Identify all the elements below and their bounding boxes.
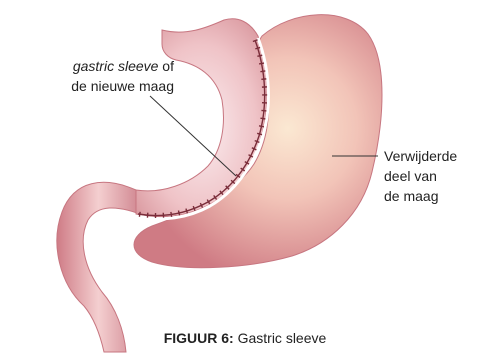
- removed-part-label: Verwijderde deel van de maag: [384, 146, 488, 206]
- sleeve-label-of: of: [158, 58, 174, 74]
- duodenum: [57, 182, 140, 352]
- removed-label-line2: deel van: [384, 166, 488, 186]
- figure-title: Gastric sleeve: [234, 330, 327, 346]
- sleeve-label: gastric sleeve of de nieuwe maag: [14, 56, 174, 96]
- removed-label-line1: Verwijderde: [384, 146, 488, 166]
- sleeve-label-line2: de nieuwe maag: [14, 76, 174, 96]
- figure-caption: FIGUUR 6: Gastric sleeve: [0, 328, 490, 348]
- figure-number: FIGUUR 6:: [164, 330, 234, 346]
- sleeve-label-italic: gastric sleeve: [73, 58, 159, 74]
- removed-label-line3: de maag: [384, 186, 488, 206]
